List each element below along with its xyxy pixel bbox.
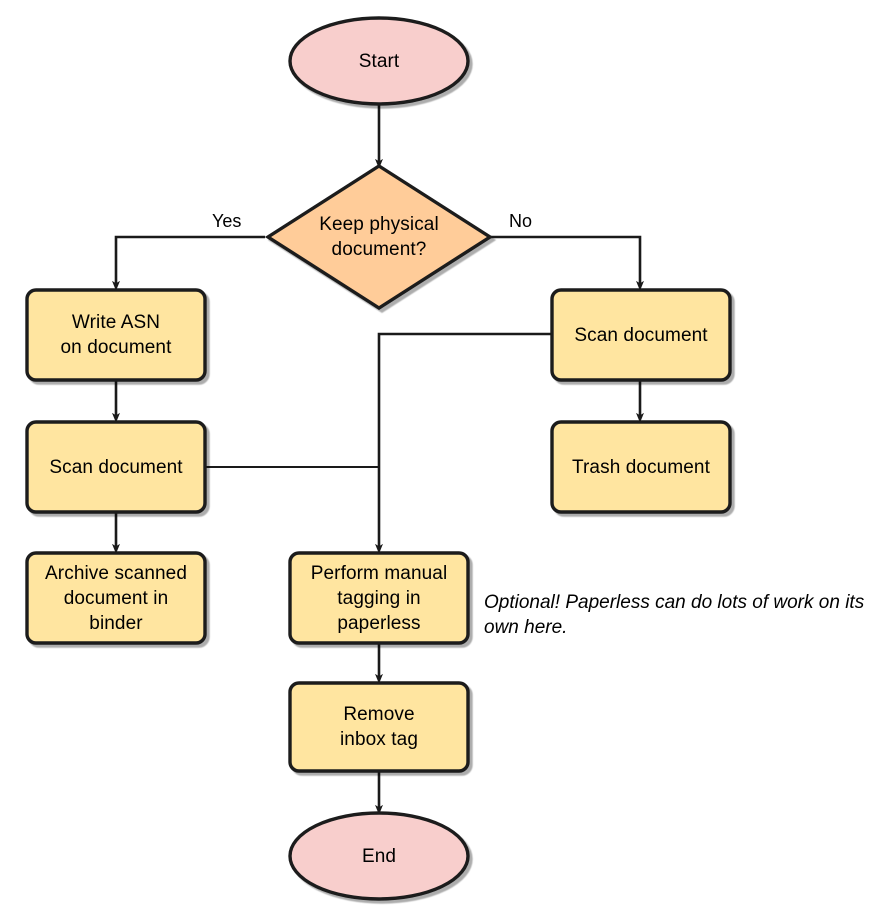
edge-layer <box>112 103 644 815</box>
edge-label-no: No <box>509 211 533 231</box>
node-shape-tagging[interactable] <box>288 551 470 645</box>
node-shape-trash[interactable] <box>550 420 732 514</box>
annotation-optional-note: Optional! Paperless can do lots of work … <box>484 592 865 638</box>
node-shape-start[interactable] <box>288 16 470 106</box>
edge-decision-yes-to-write-asn <box>112 235 265 291</box>
node-shape-write-asn[interactable] <box>25 288 207 382</box>
node-shape-scan-right[interactable] <box>550 288 732 382</box>
edge-label-yes: Yes <box>212 211 242 231</box>
edge-decision-no-to-scan-right <box>491 235 644 291</box>
node-shape-layer <box>25 16 732 901</box>
node-shape-scan-left[interactable] <box>25 420 207 514</box>
node-shape-archive[interactable] <box>25 551 207 645</box>
node-shape-end[interactable] <box>288 811 470 901</box>
node-shape-decision[interactable] <box>264 163 494 311</box>
node-shape-remove-inbox[interactable] <box>288 681 470 773</box>
edge-scan-right-to-tagging <box>375 332 552 554</box>
